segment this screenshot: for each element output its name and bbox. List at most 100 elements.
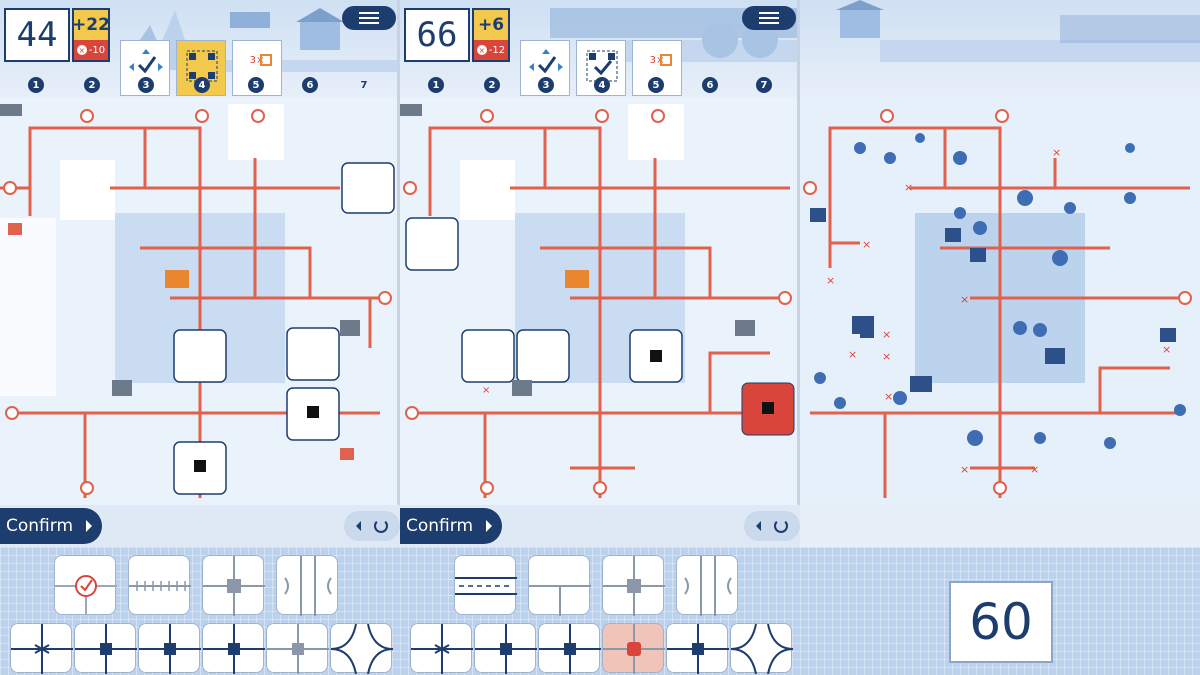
svg-text:×: × xyxy=(882,328,891,341)
svg-text:×: × xyxy=(1030,463,1039,476)
special-die-selected[interactable] xyxy=(602,623,665,674)
svg-text:×: × xyxy=(1052,146,1061,159)
bonus-panel: +22 × -10 xyxy=(72,8,110,62)
undo-button[interactable] xyxy=(344,511,400,541)
round-marker: 5 xyxy=(248,77,264,93)
penalty-x-icon: × xyxy=(476,45,487,55)
station-icon xyxy=(565,270,589,288)
confirm-button[interactable]: Confirm xyxy=(400,508,502,544)
arrow-right-icon xyxy=(486,520,492,532)
station-objective-icon xyxy=(660,54,672,66)
score-display: 66 xyxy=(404,8,470,62)
round-marker: 4 xyxy=(594,77,610,93)
round-marker: 5 xyxy=(648,77,664,93)
rail-network-map xyxy=(0,98,397,505)
route-die[interactable] xyxy=(676,555,738,616)
objective-multiplier: 3× xyxy=(249,55,265,66)
crossing-icon xyxy=(11,624,73,674)
route-die[interactable] xyxy=(602,555,665,616)
special-die[interactable] xyxy=(538,623,601,674)
bonus-panel: +6 × -12 xyxy=(472,8,510,62)
score-display: 44 xyxy=(4,8,70,62)
factory-icon xyxy=(340,320,360,336)
station-junction-icon xyxy=(75,624,137,674)
arrow-right-icon xyxy=(86,520,92,532)
svg-text:×: × xyxy=(960,463,969,476)
station-icon xyxy=(8,223,22,235)
round-marker: 7 xyxy=(360,79,368,91)
player-board-1: 44 +22 × -10 xyxy=(0,0,400,505)
rail-network-map: × xyxy=(400,98,797,505)
special-die[interactable] xyxy=(138,623,201,674)
station-junction-icon xyxy=(667,624,729,674)
penalty-points: × -10 xyxy=(74,40,108,60)
curved-crossing-icon xyxy=(731,624,793,674)
bonus-points: +6 xyxy=(474,10,508,40)
special-die[interactable] xyxy=(474,623,537,674)
station-junction-icon xyxy=(539,624,601,674)
station-junction-icon xyxy=(139,624,201,674)
confirm-button[interactable]: Confirm xyxy=(0,508,102,544)
confirm-label: Confirm xyxy=(406,516,474,536)
penalty-value: -12 xyxy=(488,44,506,56)
board-header-1: 44 +22 × -10 xyxy=(0,0,397,98)
special-die[interactable] xyxy=(10,623,73,674)
round-marker: 1 xyxy=(28,77,44,93)
map-grid-1[interactable] xyxy=(0,98,397,505)
svg-text:×: × xyxy=(904,181,913,194)
round-marker: 7 xyxy=(756,77,772,93)
undo-button[interactable] xyxy=(744,511,800,541)
undo-icon xyxy=(756,521,762,531)
special-die[interactable] xyxy=(74,623,137,674)
menu-icon xyxy=(759,12,779,14)
action-bar-1: Confirm xyxy=(0,505,400,547)
highway-straight-icon xyxy=(455,577,517,595)
rail-network-map: ××× ××× ××× ××× xyxy=(800,98,1200,505)
penalty-x-icon: ××× ××× ××× ××× xyxy=(826,146,1171,476)
round-counter: 60 xyxy=(949,581,1053,663)
station-tjunction-icon xyxy=(603,556,665,616)
special-die[interactable] xyxy=(410,623,473,674)
map-grid-2[interactable]: × xyxy=(400,98,797,505)
svg-text:×: × xyxy=(848,348,857,361)
station-objective-icon xyxy=(260,54,272,66)
route-die[interactable] xyxy=(202,555,265,616)
round-marker: 6 xyxy=(702,77,718,93)
svg-text:×: × xyxy=(884,390,893,403)
svg-text:×: × xyxy=(482,385,490,396)
route-die[interactable] xyxy=(276,555,338,616)
route-objective-icon xyxy=(129,49,163,85)
railway-straight-icon xyxy=(129,581,191,591)
station-straight-icon xyxy=(203,556,265,616)
special-die[interactable] xyxy=(266,623,329,674)
special-die[interactable] xyxy=(730,623,793,674)
station-junction-icon xyxy=(203,624,265,674)
map-grid-3: ××× ××× ××× ××× xyxy=(800,98,1200,505)
special-die[interactable] xyxy=(666,623,729,674)
factory-icon xyxy=(735,320,755,336)
station-icon xyxy=(340,448,354,460)
svg-text:×: × xyxy=(1162,343,1171,356)
player-board-2: 66 +6 × -12 xyxy=(400,0,800,505)
route-objective-icon xyxy=(529,49,563,85)
menu-button[interactable] xyxy=(342,6,396,30)
bonus-points: +22 xyxy=(72,10,110,40)
factory-icon xyxy=(112,380,132,396)
factory-icon xyxy=(512,380,532,396)
menu-button[interactable] xyxy=(742,6,796,30)
route-die[interactable] xyxy=(54,555,117,615)
overpass-icon xyxy=(284,556,332,616)
route-die[interactable] xyxy=(454,555,517,615)
special-die[interactable] xyxy=(330,623,393,674)
round-marker: 2 xyxy=(84,77,100,93)
route-die[interactable] xyxy=(128,555,191,615)
action-bar-3 xyxy=(800,505,1200,547)
round-marker: 3 xyxy=(538,77,554,93)
crossing-icon xyxy=(411,624,473,674)
route-die[interactable] xyxy=(528,555,591,616)
factory-icon xyxy=(0,104,22,116)
special-die[interactable] xyxy=(202,623,265,674)
menu-icon xyxy=(359,12,379,14)
station-junction-icon xyxy=(475,624,537,674)
